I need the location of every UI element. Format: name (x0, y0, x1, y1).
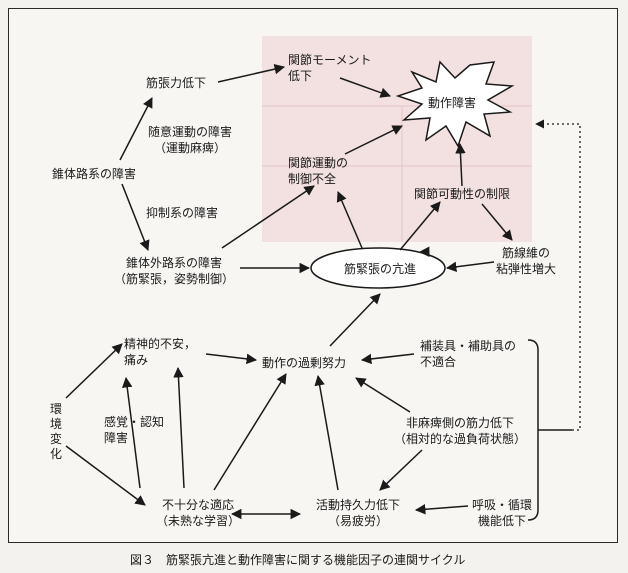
label-kinkincho: 筋緊張の亢進 (344, 262, 417, 276)
label-kinchoryoku-teika: 筋張力低下 (146, 76, 207, 90)
arrow-suitairo-to-kinchoryoku (119, 97, 153, 161)
arrow-seishin-to-kajo (205, 353, 258, 365)
right-bracket (527, 339, 539, 521)
label-kinsen: 筋線維の 粘弾性増大 (496, 246, 557, 276)
label-kankaku: 感覚・認知 障害 (104, 415, 165, 445)
arrow-kankyo-to-fujubun (65, 445, 146, 506)
arrow-fujubun-to-fujubun-up (173, 366, 185, 489)
arrow-suitairo-to-suitaigai (121, 183, 150, 251)
label-fujubun: 不十分な適応 （未熟な学習） (156, 498, 241, 528)
arrow-himahi-to-jikyu (379, 449, 423, 491)
label-kokyu: 呼吸・循環 機能低下 (472, 498, 533, 528)
label-hosogu: 補装具・補助具の 不適合 (420, 339, 517, 369)
arrow-suitaigai-to-kansetsu-undo (221, 185, 315, 249)
arrow-kajo-to-kinkincho (329, 293, 381, 347)
starburst-shape (395, 60, 515, 148)
arrow-jikyu-to-kajo (314, 374, 339, 491)
label-kansetsu-moment: 関節モーメント 低下 (288, 53, 372, 83)
label-yokusei: 抑制系の障害 (146, 206, 219, 220)
label-suitairo: 錐体路系の障害 (52, 167, 137, 181)
arrow-himahi-to-kajo (355, 377, 411, 413)
label-kankyo: 環境変化 (50, 402, 63, 461)
label-suitaigai: 錐体外路系の障害 （筋緊張，姿勢制御） (114, 256, 235, 286)
arrow-kinkincho-to-kadosei (399, 201, 441, 251)
label-kansetsu-undo: 関節運動の 制御不全 (288, 156, 349, 186)
dotted-feedback-arrow (535, 119, 581, 431)
arrow-kinchoryoku-to-moment (217, 63, 286, 83)
arrow-kinsen-to-kinkincho (445, 261, 495, 273)
ellipse-shape (310, 247, 446, 289)
label-himahi: 非麻痺側の筋力低下 （相対的な過負荷状態） (394, 416, 527, 446)
label-kadosei: 関節可動性の制限 (414, 187, 511, 201)
arrow-kinkincho-to-kinsen (418, 246, 430, 258)
label-dosa-shogai: 動作障害 (428, 96, 477, 110)
arrow-kadosei-to-kinsen (481, 203, 513, 241)
arrow-moment-to-dosa (339, 77, 391, 98)
label-seishin: 精神的不安， 痛み (124, 337, 197, 367)
arrow-fujubun-to-seishin (121, 376, 141, 489)
label-kajo-doryoku: 動作の過剰努力 (262, 356, 347, 370)
arrow-fujubun-to-kajo (213, 373, 287, 491)
arrow-kankyo-to-seishin (65, 343, 123, 399)
arrow-hosogu-to-kajo (360, 353, 415, 365)
label-jikyu: 活動持久力低下 （易疲労） (316, 498, 401, 528)
arrow-kansetsu-undo-to-dosa (344, 125, 403, 155)
arrow-kokyu-to-jikyu (414, 504, 469, 515)
arrow-kadosei-to-dosa (455, 142, 466, 187)
figure-caption: 図３ 筋緊張亢進と動作障害に関する機能因子の連関サイクル (130, 553, 466, 567)
label-zuii-undo: 随意運動の障害 （運動麻痺） (148, 125, 233, 155)
arrow-kinkincho-to-kansetsu-undo (336, 191, 363, 249)
